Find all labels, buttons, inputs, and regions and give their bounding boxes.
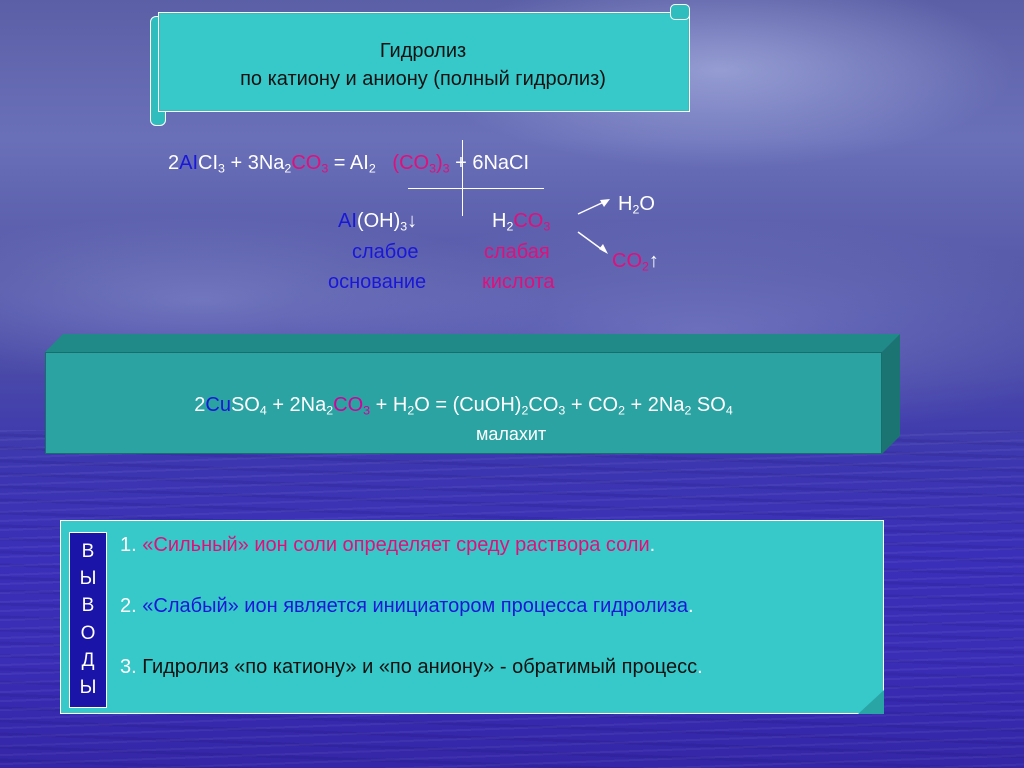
weak-base-label-1: слабое (352, 241, 419, 263)
reaction-2-box (45, 352, 882, 454)
reaction-1: 2AICI3 + 3Na2CO3 = AI2 (CO3)3 + 6NaCI (168, 152, 530, 176)
badge-letter: Ы (79, 676, 97, 698)
aluminium-hydroxide: AI(OH)3↓ (338, 210, 418, 234)
conclusion-item-1: 1. «Сильный» ион соли определяет среду р… (120, 534, 656, 556)
carbonic-acid: H2CO3 (492, 210, 551, 234)
weak-acid-label-1: слабая (484, 241, 550, 263)
title-scroll (158, 12, 690, 112)
split-line-vertical (462, 140, 463, 216)
water-product: H2O (618, 193, 655, 217)
conclusions-panel (60, 520, 884, 714)
badge-letter: В (81, 595, 95, 617)
weak-acid-label-2: кислота (482, 271, 555, 293)
box-side-face (882, 334, 900, 454)
conclusions-badge: В Ы В О Д Ы (69, 532, 107, 708)
co2-product: CO2↑ (612, 250, 659, 274)
box-top-face (45, 334, 900, 352)
scroll-roll-top (670, 4, 690, 20)
conclusion-item-2: 2. «Слабый» ион является инициатором про… (120, 595, 694, 617)
badge-letter: Ы (79, 568, 97, 590)
badge-letter: В (81, 541, 95, 563)
badge-letter: Д (81, 649, 95, 671)
conclusion-item-3: 3. Гидролиз «по катиону» и «по аниону» -… (120, 656, 703, 678)
badge-letter: О (80, 622, 96, 644)
malachite-label: малахит (476, 424, 547, 444)
slide-subtitle: по катиону и аниону (полный гидролиз) (240, 68, 606, 90)
slide-title: Гидролиз (379, 40, 467, 62)
weak-base-label-2: основание (328, 271, 427, 293)
reaction-2: 2CuSO4 + 2Na2CO3 + H2O = (CuOH)2CO3 + CO… (194, 394, 733, 418)
split-line-horizontal (408, 188, 544, 189)
